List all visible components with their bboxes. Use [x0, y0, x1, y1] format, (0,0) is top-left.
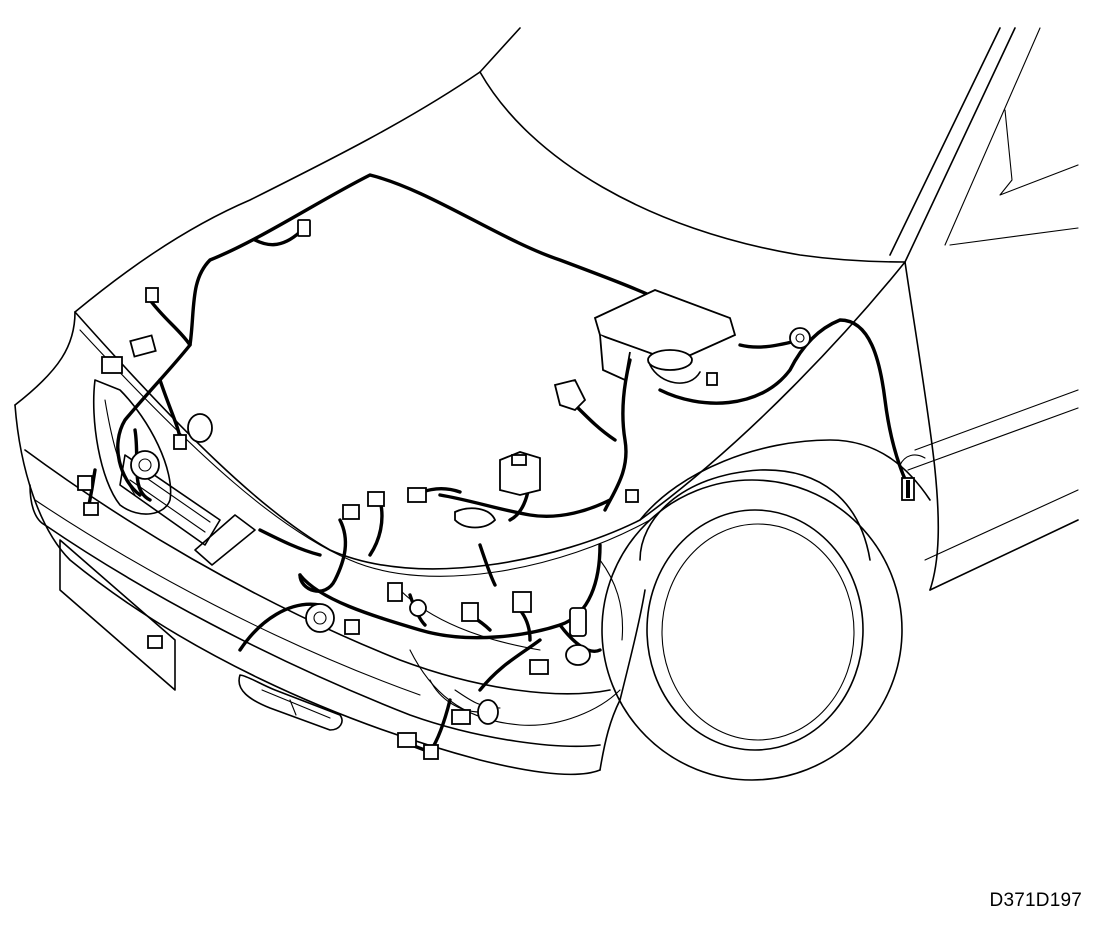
harness-connectors: [77, 219, 915, 760]
horn-center: [305, 603, 335, 633]
car-body-outline: [14, 27, 1079, 781]
headlight-housing: [92, 379, 172, 515]
wire-harness: [86, 173, 912, 754]
hood-outline: [74, 27, 521, 313]
license-plate-outline: [59, 539, 176, 691]
horn-left: [130, 450, 160, 480]
harness-front-loop: [438, 493, 612, 519]
front-wheel: [601, 479, 903, 781]
connector-relay: [553, 378, 587, 412]
drawing-code: D371D197: [989, 890, 1082, 911]
harness-main-trunk: [148, 173, 662, 347]
connector-cowl: [297, 219, 311, 237]
connector-left-upper: [145, 287, 159, 303]
fog-lamp-slot: [238, 674, 343, 731]
front-grille: [119, 454, 221, 546]
hood-front-edge: [74, 261, 906, 570]
front-fender: [904, 261, 940, 591]
hood-rear-edge: [479, 71, 906, 263]
washer-reservoir: [593, 289, 737, 384]
front-bumper: [14, 311, 76, 406]
windshield-pillar: [889, 27, 1001, 256]
relay-block: [499, 451, 541, 496]
grommet-fender: [789, 327, 811, 349]
